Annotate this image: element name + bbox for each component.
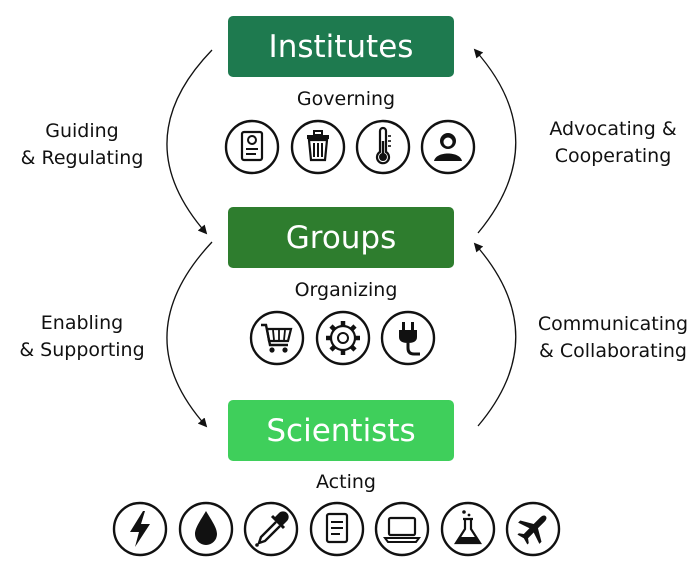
shopping-cart-icon	[249, 310, 305, 366]
trash-bin-icon	[290, 119, 346, 175]
gear-icon	[315, 310, 371, 366]
arrow-advocating-cooperating	[473, 48, 517, 234]
flask-icon	[440, 501, 496, 557]
groups-label: Groups	[285, 219, 397, 256]
acting-label: Acting	[316, 471, 376, 493]
power-plug-icon	[380, 310, 436, 366]
advocating-cooperating-label: Advocating &Cooperating	[549, 118, 677, 167]
arrow-enabling-supporting	[166, 241, 213, 428]
scientists-box: Scientists	[228, 400, 454, 461]
airplane-icon	[505, 501, 561, 557]
thermometer-icon	[355, 119, 411, 175]
document-seal-icon	[224, 119, 280, 175]
arrow-guiding-regulating	[166, 49, 213, 235]
institutes-box: Institutes	[228, 16, 454, 77]
pipette-icon	[243, 501, 299, 557]
notepad-icon	[309, 501, 365, 557]
arrow-communicating-collaborating	[473, 242, 517, 427]
organizing-label: Organizing	[294, 279, 398, 301]
communicating-collaborating-label: Communicating& Collaborating	[537, 313, 689, 362]
enabling-supporting-label: Enabling& Supporting	[19, 312, 145, 361]
lightning-icon	[112, 501, 168, 557]
scientists-label: Scientists	[266, 412, 416, 449]
guiding-regulating-label: Guiding& Regulating	[20, 120, 144, 169]
institutes-label: Institutes	[268, 28, 414, 65]
laptop-icon	[374, 501, 430, 557]
groups-box: Groups	[228, 207, 454, 268]
governing-label: Governing	[296, 88, 396, 110]
person-icon	[420, 119, 476, 175]
water-drop-icon	[178, 501, 234, 557]
